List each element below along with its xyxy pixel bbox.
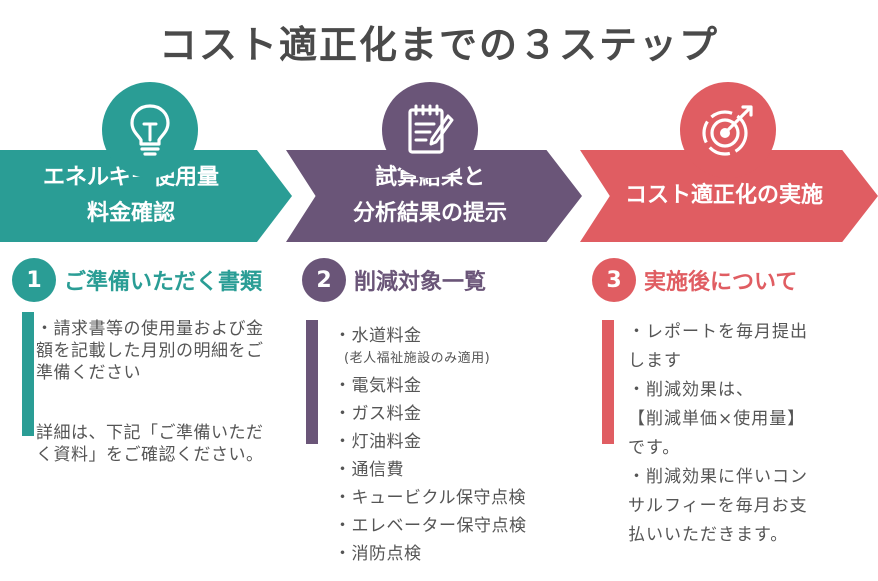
step3-banner-line1: コスト適正化の実施 (624, 183, 823, 208)
step2-heading-label: 削減対象一覧 (354, 270, 487, 295)
list-item: ・電気料金 (334, 376, 422, 396)
list-item: ・通信費 (334, 460, 404, 480)
list-item: ・キュービクル保守点検 (334, 488, 526, 508)
step3-line: 払いいただきます。 (628, 525, 789, 545)
step3-line: 【削減単価×使用量】 (628, 409, 806, 429)
step2-icon-circle (382, 82, 478, 178)
step3-heading-label: 実施後について (644, 270, 798, 295)
list-item: ・消防点検 (334, 544, 422, 564)
step3-banner: コスト適正化の実施 (580, 150, 878, 242)
step3-line: ・削減効果に伴いコン (628, 467, 808, 487)
list-item: ・灯油料金 (334, 432, 422, 452)
step3-line: ・レポートを毎月提出 (628, 322, 808, 342)
list-item: ・水道料金 (334, 326, 422, 346)
step2-number-badge: 2 (302, 258, 346, 302)
list-item: ・ガス料金 (334, 404, 422, 424)
step3-icon-circle (680, 82, 776, 178)
step1-heading: 1 ご準備いただく書類 (12, 258, 262, 302)
step1-icon-circle (102, 82, 198, 178)
step3-line: です。 (628, 438, 681, 458)
step2-heading: 2 削減対象一覧 (302, 258, 486, 302)
step3-number-badge: 3 (592, 258, 636, 302)
step3-heading: 3 実施後について (592, 258, 797, 302)
list-item: ・エレベーター保守点検 (334, 516, 527, 536)
step1-description: ・請求書等の使用量および金額を記載した月別の明細をご準備ください (36, 319, 264, 383)
step3-line: サルフィーを毎月お支 (628, 496, 808, 516)
step2-target-list: ・水道料金 (老人福祉施設のみ適用) ・電気料金 ・ガス料金 ・灯油料金 ・通信… (334, 322, 574, 568)
step3-accent-bar (602, 320, 614, 444)
step3-line: ・削減効果は、 (628, 380, 754, 400)
step1-accent-bar (22, 312, 34, 436)
step1-heading-label: ご準備いただく書類 (64, 270, 263, 295)
step2-banner-line2: 分析結果の提示 (352, 201, 507, 226)
target-icon (702, 105, 753, 156)
clipboard-pen-icon (408, 104, 454, 154)
step1-banner-line2: 料金確認 (86, 201, 175, 226)
step1-note: 詳細は、下記「ご準備いただく資料」をご確認ください。 (36, 423, 264, 465)
step3-description: ・レポートを毎月提出 します ・削減効果は、 【削減単価×使用量】 です。 ・削… (628, 318, 866, 550)
step3-line: します (628, 351, 682, 371)
step1-number-badge: 1 (12, 258, 56, 302)
page-title: コスト適正化までの３ステップ (158, 23, 719, 67)
step2-accent-bar (306, 320, 318, 444)
lightbulb-icon (130, 104, 170, 156)
list-item-note: (老人福祉施設のみ適用) (344, 351, 491, 366)
